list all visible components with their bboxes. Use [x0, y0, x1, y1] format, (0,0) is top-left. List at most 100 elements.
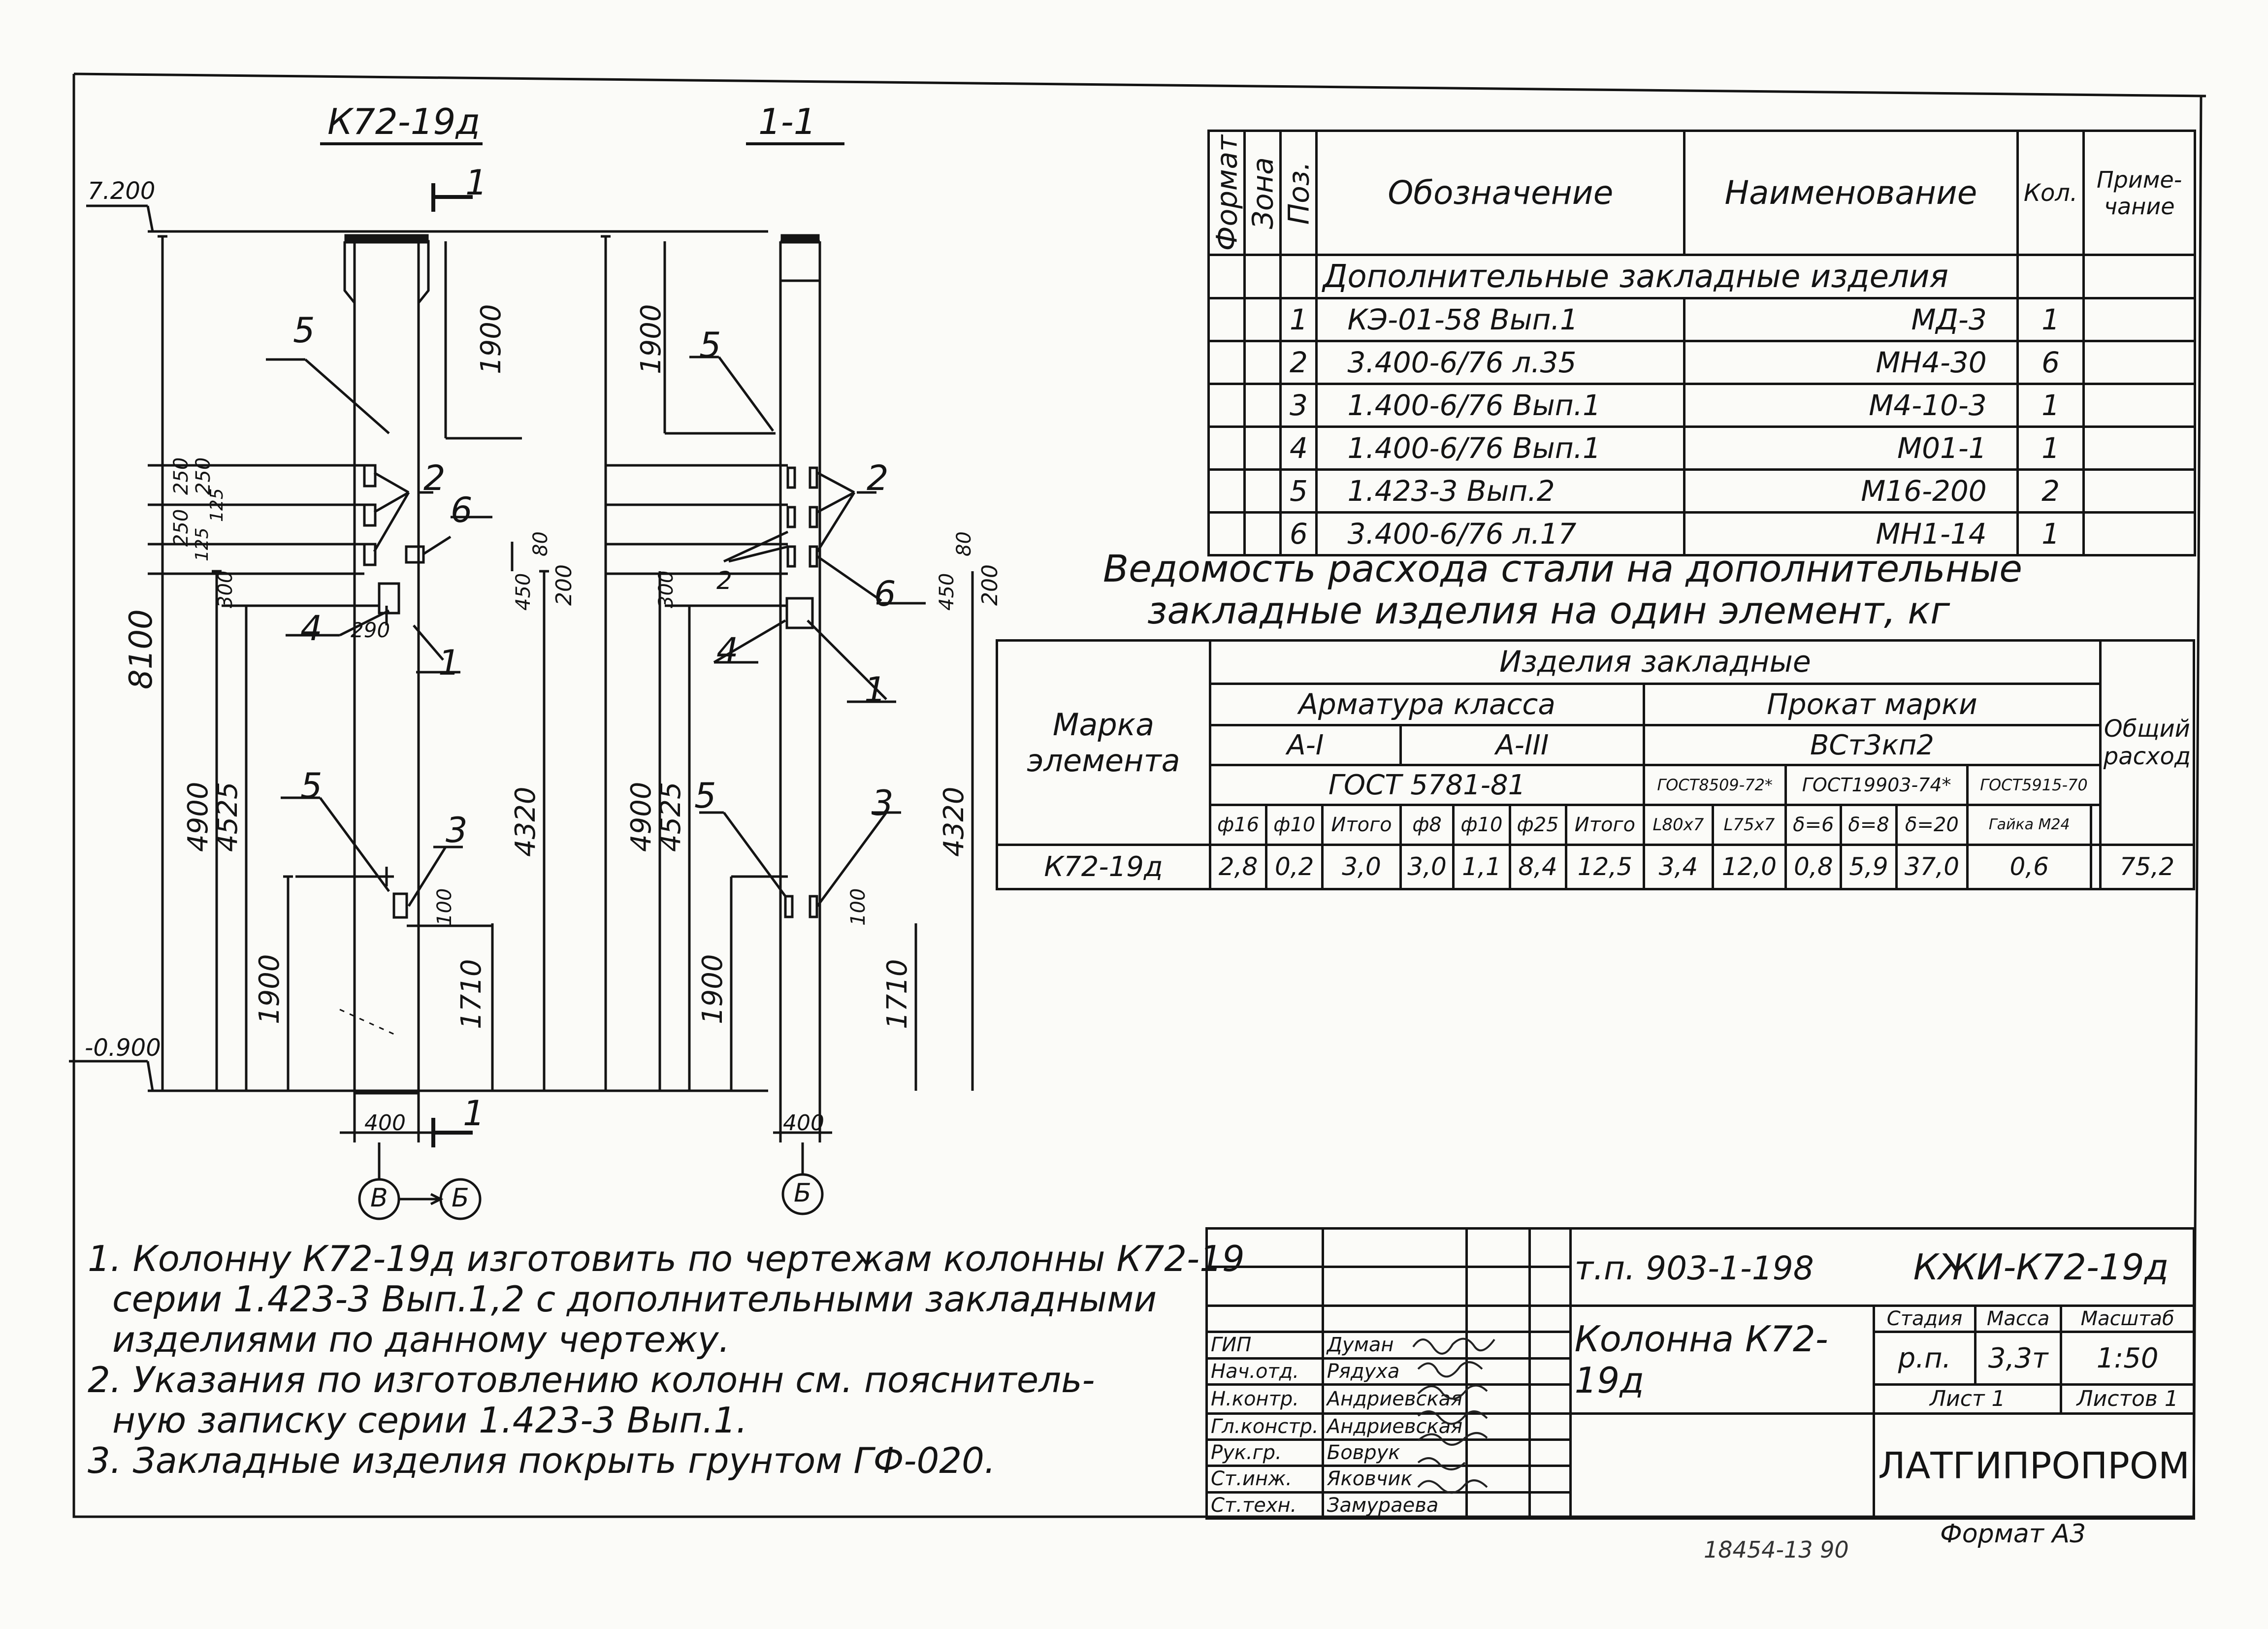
callout-2: 2	[423, 458, 446, 498]
products-header: Изделия закладные	[1209, 639, 2102, 685]
note-line: 3. Закладные изделия покрыть грунтом ГФ-…	[88, 1440, 996, 1481]
table-row: ГИП Думан р.п. 3,3т 1:50	[1205, 1331, 2195, 1386]
consumption-title-2: закладные изделия на один элемент, кг	[1147, 588, 1950, 632]
callout-1-right: 1	[864, 670, 886, 710]
dim-1710: 1710	[455, 959, 487, 1029]
section-mark-top: 1	[465, 163, 487, 203]
column-section-view	[779, 234, 821, 1093]
callout-2-right: 2	[867, 458, 889, 498]
table-row: Рук.гр. Боврук	[1205, 1438, 2194, 1467]
dim-1710-right: 1710	[881, 959, 913, 1029]
steel-consumption-table: Марка элемента Изделия закладные Общий р…	[996, 639, 2196, 891]
callout-4-right: 4	[716, 630, 739, 671]
dim-300-right: 300	[655, 570, 678, 608]
dim-80-right: 80	[953, 531, 975, 556]
axis-bubble-b-right: Б	[794, 1178, 811, 1208]
stage-value: р.п.	[1873, 1331, 1976, 1386]
callout-2b-right: 2	[716, 566, 732, 595]
table-row: 1 КЭ-01-58 Вып.1 МД-3 1	[1207, 297, 2196, 343]
callout-5-top: 5	[293, 310, 315, 351]
dim-4320: 4320	[510, 786, 542, 857]
drawing-title: Колонна К72-19д	[1569, 1304, 1876, 1415]
view-right-title: 1-1	[758, 101, 816, 142]
note-line: ную записку серии 1.423-3 Вып.1.	[112, 1400, 747, 1441]
header-qty: Кол.	[2016, 129, 2085, 257]
class-a3: А-III	[1399, 724, 1646, 767]
rebar-header: Арматура класса	[1208, 682, 1646, 727]
header-designation: Обозначение	[1315, 129, 1686, 257]
gost-8509: ГОСТ8509-72*	[1643, 764, 1787, 806]
gost-19903: ГОСТ19903-74*	[1784, 764, 1969, 806]
dim-450: 450	[512, 573, 535, 611]
callout-5-low: 5	[300, 766, 323, 806]
scale-label: Масштаб	[2060, 1304, 2195, 1334]
callout-1: 1	[438, 643, 460, 683]
table-row: 5 1.423-3 Вып.2 М16-200 2	[1207, 468, 2196, 514]
note-line: 1. Колонну К72-19д изготовить по чертежа…	[88, 1238, 1245, 1279]
dim-250b: 250	[170, 509, 193, 547]
dim-top: 1900	[475, 304, 507, 374]
column-headers-row: ф16 ф10 Итого ф8 ф10 ф25 Итого L80х7 L75…	[997, 804, 2194, 846]
table-row: 6 3.400-6/76 л.17 МН1-14 1	[1207, 511, 2196, 557]
header-pos: Поз.	[1280, 130, 1317, 255]
mass-value: 3,3т	[1974, 1331, 2063, 1386]
dim-400-right: 400	[783, 1110, 824, 1136]
class-a1: А-I	[1209, 724, 1402, 767]
dim-total-right-4900: 4900	[625, 782, 657, 852]
scale-value: 1:50	[2060, 1331, 2195, 1386]
dim-125a: 125	[207, 488, 227, 522]
header-format: Формат	[1208, 130, 1245, 255]
view-left-title: К72-19д	[327, 101, 481, 142]
dim-290: 290	[351, 618, 390, 642]
dim-100: 100	[433, 888, 456, 926]
header-note: Приме-чание	[2082, 129, 2196, 257]
callout-4: 4	[300, 608, 323, 649]
dim-300: 300	[214, 570, 237, 608]
dim-4900: 4900	[182, 782, 214, 852]
callout-5-low-right: 5	[694, 776, 716, 816]
dim-200-right: 200	[977, 564, 1003, 606]
note-line: изделиями по данному чертежу.	[112, 1319, 730, 1360]
mark-header: Марка элемента	[996, 639, 1211, 846]
section-mark-bottom: 1	[463, 1093, 485, 1134]
specification-table: Формат Зона Поз. Обозначение Наименовани…	[1207, 129, 2196, 557]
dim-100-right: 100	[847, 888, 870, 926]
dim-400-left: 400	[364, 1110, 406, 1136]
format-label: Формат А3	[1940, 1519, 2086, 1549]
table-row: К72-19д 2,8 0,2 3,0 3,0 1,1 8,4 12,5 3,4…	[996, 843, 2196, 891]
table-row: Гл.констр. Андриевская ЛАТГИПРОПРОМ	[1205, 1412, 2195, 1520]
mass-label: Масса	[1974, 1304, 2063, 1334]
dim-4320-right: 4320	[938, 786, 970, 857]
dim-200: 200	[551, 564, 577, 606]
dim-4525: 4525	[212, 782, 244, 852]
title-block: т.п. 903-1-198 КЖИ-К72-19д Колонна К72-1…	[1205, 1227, 2196, 1520]
table-row: 4 1.400-6/76 Вып.1 М01-1 1	[1207, 425, 2196, 471]
gost-rebar: ГОСТ 5781-81	[1208, 764, 1646, 806]
dim-1900-low: 1900	[254, 954, 286, 1024]
table-row: Н.контр. Андриевская Лист 1 Листов 1	[1205, 1383, 2195, 1415]
drawing-code: КЖИ-К72-19д	[1913, 1246, 2169, 1288]
consumption-title-1: Ведомость расхода стали на дополнительны…	[1103, 547, 2023, 590]
table-row: 3 1.400-6/76 Вып.1 М4-10-3 1	[1207, 383, 2196, 428]
total-header: Общий расход	[2099, 639, 2196, 846]
callout-3-right: 3	[872, 783, 894, 823]
table-row: 2 3.400-6/76 л.35 МН4-30 6	[1207, 340, 2196, 386]
callout-5-top-right: 5	[699, 325, 721, 365]
dim-250a: 250	[170, 457, 193, 495]
callout-6-right: 6	[874, 574, 896, 614]
dim-1900-right: 1900	[697, 954, 729, 1024]
header-name: Наименование	[1683, 129, 2019, 257]
axis-bubble-b: Б	[452, 1183, 469, 1213]
organization: ЛАТГИПРОПРОМ	[1873, 1412, 2195, 1520]
column-front-view	[343, 234, 430, 1095]
header-zone: Зона	[1244, 130, 1281, 255]
elevation-top: 7.200	[88, 177, 156, 205]
note-line: 2. Указания по изготовлению колонн см. п…	[88, 1359, 1095, 1401]
callout-6: 6	[451, 490, 473, 530]
sheet-number: Лист 1	[1873, 1383, 2063, 1415]
elevation-bottom: -0.900	[85, 1034, 161, 1062]
sheet-count: Листов 1	[2060, 1383, 2195, 1415]
gost-5915: ГОСТ5915-70	[1966, 764, 2102, 806]
dim-total: 8100	[123, 609, 160, 689]
